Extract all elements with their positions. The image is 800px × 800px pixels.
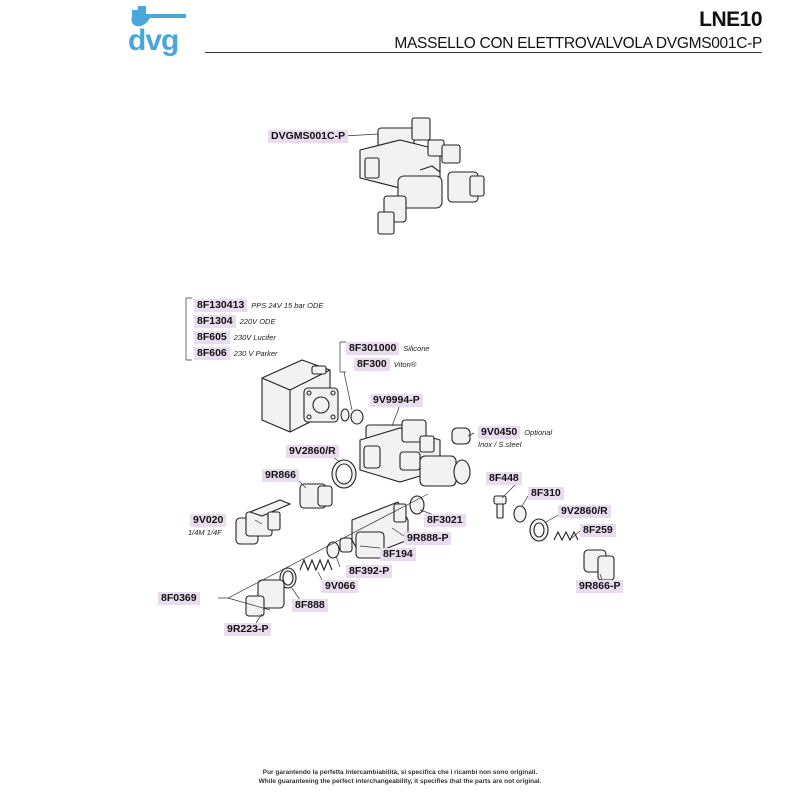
part-code: 9V0450 bbox=[478, 426, 521, 439]
part-code: 8F3021 bbox=[424, 514, 466, 527]
part-note: Silicone bbox=[403, 344, 430, 353]
part-code: 9R888-P bbox=[404, 532, 452, 545]
part-code: 8F606 bbox=[194, 347, 230, 360]
part-note: Viton® bbox=[393, 360, 417, 369]
part-code: 9V2860/R bbox=[286, 445, 339, 458]
label-9V2860R-left: 9V2860/R bbox=[286, 445, 339, 458]
label-8F888: 8F888 bbox=[292, 599, 328, 612]
label-8F259: 8F259 bbox=[580, 524, 616, 537]
label-seal-1: 8F300 Viton® bbox=[354, 358, 416, 371]
label-8F448: 8F448 bbox=[486, 472, 522, 485]
dvg-logo-text: dvg bbox=[128, 24, 179, 57]
part-note: PPS 24V 15 bar ODE bbox=[251, 301, 324, 310]
label-9V020: 9V020 bbox=[190, 514, 227, 527]
label-8F194: 8F194 bbox=[380, 548, 416, 561]
part-subnote: 1/4M 1/4F bbox=[188, 528, 222, 537]
label-coil-2: 8F605 230V Lucifer bbox=[194, 331, 276, 344]
label-9R866: 9R866 bbox=[262, 469, 299, 482]
page-subtitle: MASSELLO CON ELETTROVALVOLA DVGMS001C-P bbox=[394, 35, 762, 52]
label-coil-0: 8F130413 PPS 24V 15 bar ODE bbox=[194, 299, 323, 312]
part-code: 8F0369 bbox=[158, 592, 200, 605]
disclaimer-english: While guaranteeing the perfect interchan… bbox=[258, 778, 542, 785]
part-code: 9V066 bbox=[322, 580, 359, 593]
part-code: 8F310 bbox=[528, 487, 564, 500]
dvg-logo-icon bbox=[131, 6, 186, 27]
label-8F0369: 8F0369 bbox=[158, 592, 200, 605]
label-8F3021: 8F3021 bbox=[424, 514, 466, 527]
part-subnote: Inox / S.steel bbox=[478, 440, 522, 449]
label-9V066: 9V066 bbox=[322, 580, 359, 593]
part-note: Optional bbox=[524, 428, 553, 437]
part-code: 9V9994-P bbox=[370, 394, 423, 407]
part-code: DVGMS001C-P bbox=[268, 130, 349, 143]
pressure-valve-body-icon bbox=[351, 501, 409, 559]
part-code: 8F194 bbox=[380, 548, 416, 561]
part-note: 230 V Parker bbox=[233, 349, 278, 358]
header-divider bbox=[205, 52, 762, 53]
solenoid-coil-icon bbox=[261, 359, 339, 433]
assembled-block-icon bbox=[359, 117, 485, 235]
part-code: 9R866-P bbox=[576, 580, 624, 593]
part-code: 8F300 bbox=[354, 358, 390, 371]
part-note: 230V Lucifer bbox=[233, 333, 276, 342]
ball-valve-icon bbox=[235, 499, 292, 545]
model-title: LNE10 bbox=[699, 8, 762, 31]
part-code: 8F301000 bbox=[346, 342, 400, 355]
part-code: 9R866 bbox=[262, 469, 299, 482]
part-code: 8F259 bbox=[580, 524, 616, 537]
label-9V2860R-right: 9V2860/R bbox=[558, 505, 611, 518]
part-code: 8F392-P bbox=[346, 565, 393, 578]
label-9V0450: 9V0450 Optional bbox=[478, 426, 552, 439]
valve-body-icon bbox=[359, 419, 471, 487]
part-code: 8F1304 bbox=[194, 315, 236, 328]
label-8F392-P: 8F392-P bbox=[346, 565, 393, 578]
label-9R866-P: 9R866-P bbox=[576, 580, 624, 593]
label-9R223-P: 9R223-P bbox=[224, 623, 272, 636]
label-9V9994-P: 9V9994-P bbox=[370, 394, 423, 407]
label-coil-1: 8F1304 220V ODE bbox=[194, 315, 275, 328]
part-code: 8F448 bbox=[486, 472, 522, 485]
part-code: 8F130413 bbox=[194, 299, 248, 312]
label-9R888-P: 9R888-P bbox=[404, 532, 452, 545]
disclaimer-footer: Pur garantendo la perfetta intercambiabi… bbox=[0, 768, 800, 786]
label-seal-0: 8F301000 Silicone bbox=[346, 342, 430, 355]
part-code: 8F888 bbox=[292, 599, 328, 612]
part-code: 9V020 bbox=[190, 514, 227, 527]
label-coil-3: 8F606 230 V Parker bbox=[194, 347, 278, 360]
part-code: 9V2860/R bbox=[558, 505, 611, 518]
part-note: 220V ODE bbox=[239, 317, 276, 326]
label-assembly: DVGMS001C-P bbox=[268, 130, 349, 143]
part-code: 8F605 bbox=[194, 331, 230, 344]
label-8F310: 8F310 bbox=[528, 487, 564, 500]
disclaimer-italian: Pur garantendo la perfetta intercambiabi… bbox=[262, 769, 538, 776]
part-code: 9R223-P bbox=[224, 623, 272, 636]
